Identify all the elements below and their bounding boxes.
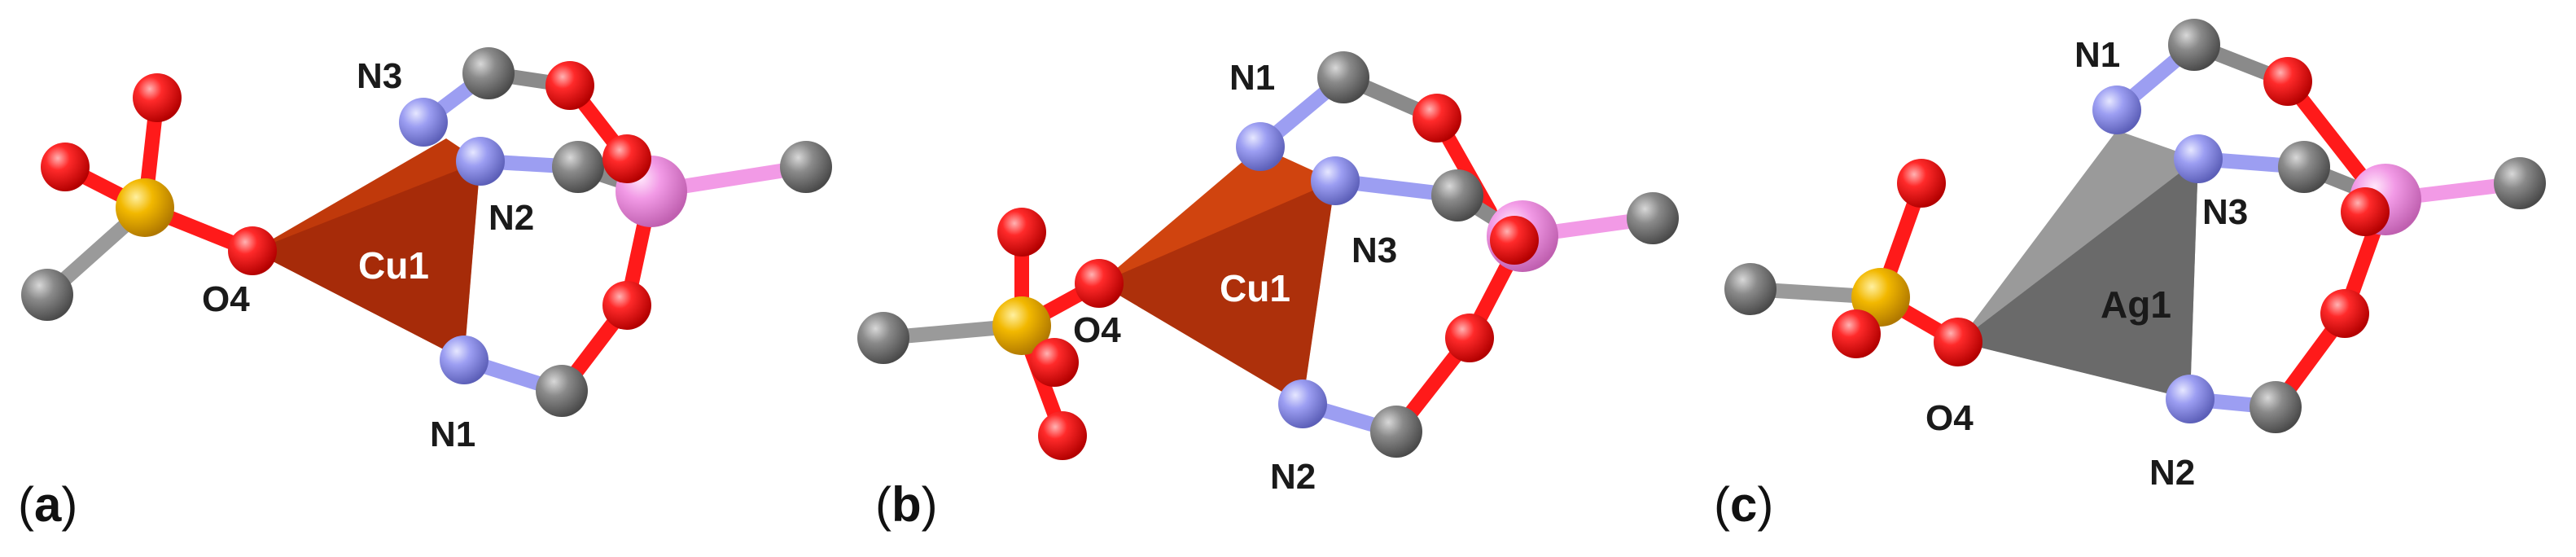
- sulfur-atom: [116, 178, 174, 237]
- oxygen-atom: [1038, 411, 1087, 460]
- oxygen-atom: [1030, 338, 1079, 387]
- atom-label-top-n: N1: [2074, 35, 2120, 75]
- carbon-atom: [536, 365, 588, 417]
- panel-tag-letter: b: [892, 477, 922, 532]
- oxygen-atom: [1897, 159, 1946, 208]
- atom-label-bot-n: N2: [1270, 457, 1316, 497]
- oxygen-atom-o4: [1075, 259, 1124, 308]
- carbon-atom: [1724, 263, 1776, 315]
- carbon-atom: [2250, 381, 2302, 433]
- oxygen-atom: [1445, 314, 1494, 362]
- carbon-atom: [2168, 19, 2220, 71]
- panel-tag: (b): [875, 477, 938, 532]
- atom-label-mid-n: N2: [488, 198, 534, 238]
- center-atom-label: Cu1: [1220, 267, 1290, 309]
- oxygen-atom: [602, 134, 651, 183]
- carbon-atom: [21, 269, 73, 321]
- oxygen-atom: [545, 61, 594, 110]
- panel-b: Cu1 O4 N1 N3 N2 (b): [857, 51, 1679, 532]
- panel-tag-letter: a: [34, 477, 62, 532]
- oxygen-atom-o4: [228, 226, 277, 275]
- oxygen-atom: [602, 281, 651, 330]
- coordination-polyhedron-back: [252, 161, 480, 360]
- nitrogen-atom: [2174, 134, 2223, 183]
- atom-label-top-n: N1: [1229, 58, 1275, 98]
- panel-a: Cu1 O4 N3 N2 N1 (a): [18, 47, 832, 532]
- oxygen-atom: [41, 143, 90, 191]
- nitrogen-atom: [1278, 379, 1327, 428]
- coordination-polyhedron-back: [1099, 181, 1335, 404]
- atom-label-mid-n: N3: [1352, 230, 1397, 270]
- carbon-atom: [2494, 157, 2546, 209]
- oxygen-atom: [2341, 187, 2390, 236]
- center-atom-label: Ag1: [2101, 283, 2171, 326]
- panel-c: Ag1 O4 N1 N3 N2 (c): [1714, 19, 2546, 532]
- oxygen-atom: [1490, 216, 1539, 265]
- carbon-atom: [462, 47, 515, 99]
- oxygen-atom: [2320, 289, 2369, 338]
- oxygen-atom: [1413, 94, 1461, 143]
- carbon-atom: [857, 312, 909, 364]
- nitrogen-atom: [440, 336, 488, 384]
- nitrogen-atom: [456, 137, 505, 186]
- nitrogen-atom: [2166, 375, 2215, 423]
- panel-tag-letter: c: [1730, 477, 1757, 532]
- oxygen-atom: [1832, 309, 1881, 358]
- carbon-atom: [1317, 51, 1369, 103]
- nitrogen-atom: [1236, 122, 1285, 171]
- atom-label-bot-n: N1: [430, 414, 475, 454]
- atom-label-o4: O4: [1073, 310, 1121, 350]
- oxygen-atom: [2263, 57, 2312, 106]
- carbon-atom: [1627, 192, 1679, 244]
- panel-tag: (c): [1714, 477, 1773, 532]
- carbon-atom: [2278, 141, 2330, 193]
- nitrogen-atom: [2092, 86, 2141, 134]
- panel-tag: (a): [18, 477, 77, 532]
- nitrogen-atom: [1311, 156, 1360, 205]
- nitrogen-atom: [399, 98, 448, 147]
- center-atom-label: Cu1: [358, 244, 429, 287]
- atom-label-o4: O4: [202, 279, 250, 319]
- carbon-atom: [552, 141, 604, 193]
- atom-label-top-n: N3: [357, 56, 402, 96]
- atom-label-mid-n: N3: [2202, 192, 2248, 232]
- oxygen-atom-o4: [1934, 318, 1982, 366]
- carbon-atom: [780, 141, 832, 193]
- atom-label-o4: O4: [1925, 398, 1974, 438]
- sulfur-atom: [992, 296, 1051, 355]
- coordination-polyhedron-back: [1958, 159, 2198, 399]
- oxygen-atom: [133, 73, 182, 122]
- oxygen-atom: [997, 208, 1046, 257]
- carbon-atom: [1370, 406, 1422, 458]
- carbon-atom: [1431, 169, 1483, 221]
- atom-label-bot-n: N2: [2149, 453, 2195, 493]
